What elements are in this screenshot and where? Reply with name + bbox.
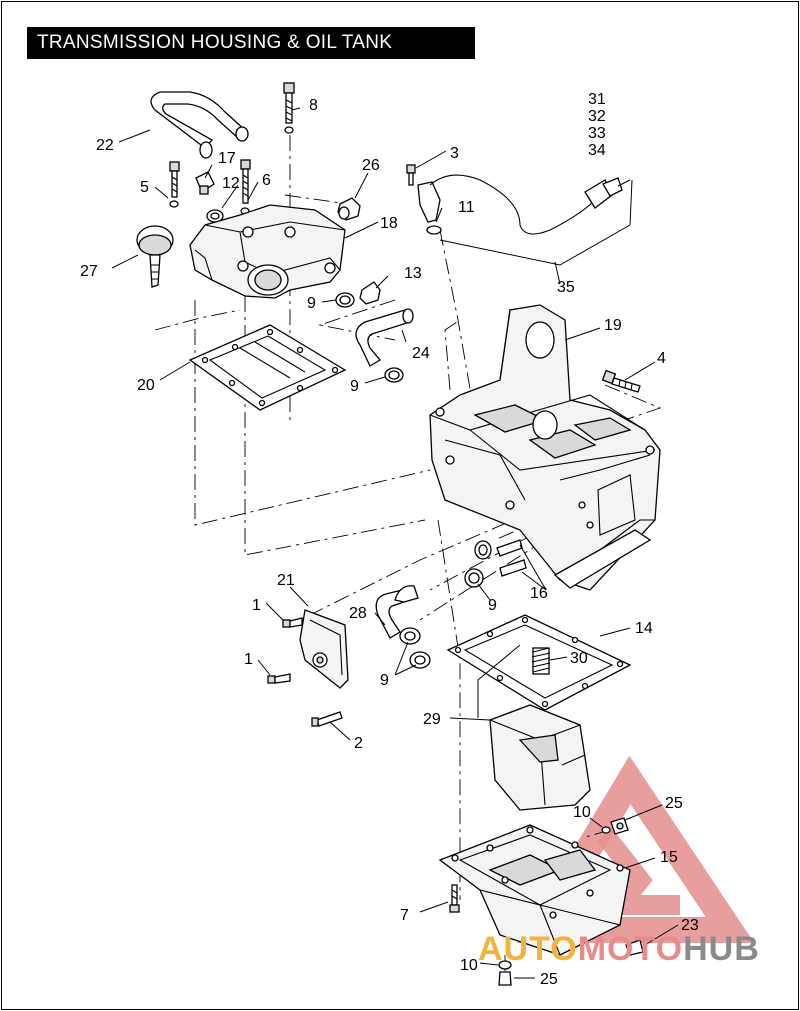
oil-pan-part (438, 824, 631, 956)
callout-24: 24 (412, 345, 430, 362)
breather-hose-part (150, 91, 249, 159)
callout-19: 19 (604, 317, 622, 334)
callout-10: 10 (460, 957, 478, 974)
callout-11: 11 (458, 199, 475, 216)
callout-12: 12 (222, 175, 240, 192)
callout-25: 25 (665, 795, 683, 812)
callout-8: 8 (309, 97, 318, 114)
leader-lines (111, 107, 679, 979)
spring-part (531, 647, 551, 675)
callout-16: 16 (530, 585, 548, 602)
hose-fitting-and-clamp (335, 281, 381, 308)
long-bolt-part (283, 82, 295, 134)
watermark-word-auto: AUTO (478, 930, 578, 968)
oil-pan-bolt-part (449, 884, 460, 913)
callout-18: 18 (380, 215, 398, 232)
callout-5: 5 (140, 179, 149, 196)
drain-plugs (498, 817, 644, 986)
callout-28: 28 (349, 605, 367, 622)
oil-pan-gasket (446, 614, 632, 711)
callout-labels: 1 1 2 3 4 5 6 7 8 9 9 9 9 10 10 11 12 13… (80, 91, 699, 988)
fitting-and-oring (195, 171, 224, 223)
callout-20: 20 (137, 377, 155, 394)
top-cover-part (189, 204, 346, 299)
callout-32: 32 (588, 108, 606, 125)
callout-22: 22 (96, 137, 114, 154)
callout-9: 9 (380, 672, 389, 689)
callout-29: 29 (423, 711, 441, 728)
callout-14: 14 (635, 620, 653, 637)
top-cover-bolts (169, 159, 251, 215)
callout-9: 9 (307, 295, 316, 312)
callout-26: 26 (362, 157, 380, 174)
callout-10: 10 (573, 804, 591, 821)
elbow-fitting-part (337, 197, 361, 221)
callout-2: 2 (354, 735, 363, 752)
watermark-word-hub: HUB (683, 930, 760, 968)
callout-15: 15 (660, 849, 678, 866)
callout-23: 23 (681, 917, 699, 934)
callout-35: 35 (557, 279, 575, 296)
housing-bolt-part (601, 369, 641, 393)
callout-21: 21 (277, 572, 295, 589)
lower-hoses-and-clamps (375, 585, 431, 669)
callout-3: 3 (450, 145, 459, 162)
callout-34: 34 (588, 142, 606, 159)
callout-33: 33 (588, 125, 606, 142)
watermark-text: AUTOMOTOHUB (478, 930, 760, 968)
transmission-housing-part (429, 304, 661, 591)
callout-31: 31 (588, 91, 606, 108)
callout-4: 4 (657, 350, 666, 367)
studs-and-clamps (464, 539, 527, 588)
page-title: TRANSMISSION HOUSING & OIL TANK (27, 27, 475, 59)
top-cover-gasket (188, 324, 347, 411)
svg-text:AUTOMOTOHUB: AUTOMOTOHUB (478, 930, 760, 968)
callout-6: 6 (262, 172, 271, 189)
callout-1: 1 (252, 597, 261, 614)
baffle-part (489, 704, 591, 811)
speed-sensor-part (406, 164, 633, 266)
side-bracket-part (267, 609, 349, 727)
oil-hose-part (355, 308, 414, 383)
callout-9: 9 (350, 378, 359, 395)
callout-17: 17 (218, 150, 236, 167)
dipstick-part (136, 225, 174, 288)
callout-13: 13 (404, 265, 422, 282)
callout-27: 27 (80, 263, 98, 280)
callout-7: 7 (400, 907, 409, 924)
watermark-word-moto: MOTO (578, 930, 683, 968)
callout-1: 1 (244, 651, 253, 668)
callout-9: 9 (488, 597, 497, 614)
callout-30: 30 (570, 650, 588, 667)
callout-25: 25 (540, 971, 558, 988)
